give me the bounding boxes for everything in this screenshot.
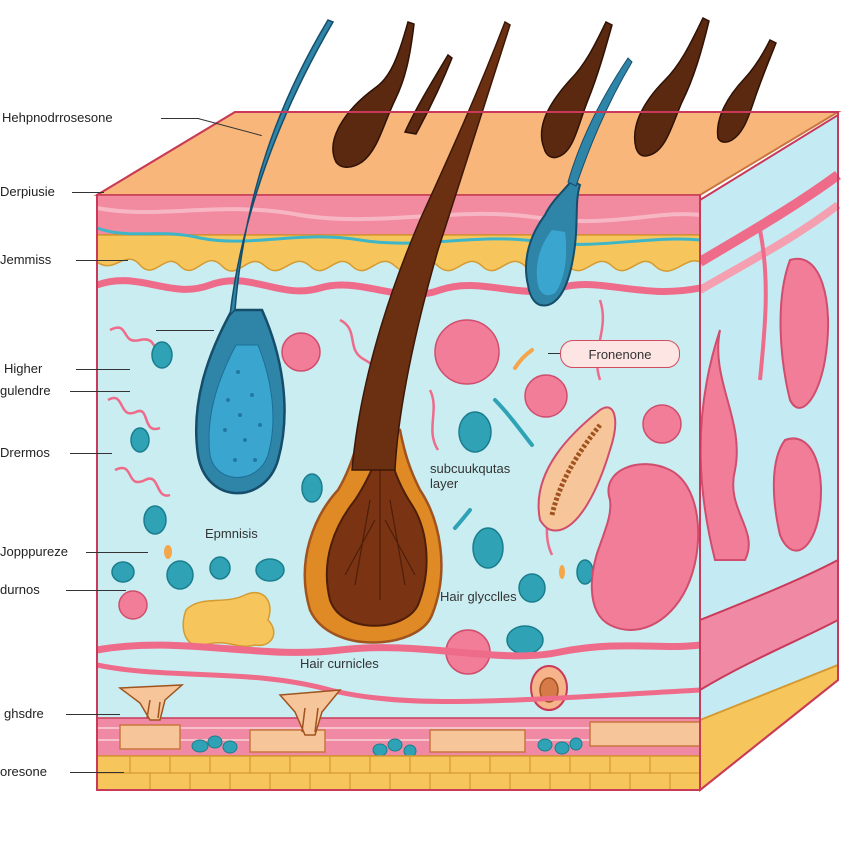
- callout-bubble: Fronenone: [560, 340, 680, 368]
- label-oresone: oresone: [0, 764, 47, 779]
- right-vessel: [697, 170, 841, 267]
- callout-label: Fronenone: [588, 346, 652, 362]
- lower-vessel: [96, 641, 701, 660]
- upper-vessel: [95, 277, 701, 298]
- label-derpiusie: Derpiusie: [0, 184, 55, 199]
- epidermis-band: [96, 194, 701, 236]
- label-jemmiss: Jemmiss: [0, 252, 52, 267]
- blue-hair: [229, 19, 335, 318]
- pink-blob: [590, 463, 700, 631]
- label-jopppureze: Jopppureze: [0, 544, 68, 559]
- pink-cells: [118, 319, 682, 675]
- hair-curnicles-label: Hair curnicles: [300, 656, 379, 671]
- label-ghsdre: ghsdre: [4, 706, 44, 721]
- surface-hairs: [332, 16, 777, 168]
- nerve-endings: [117, 684, 342, 736]
- hair-glycclles-label: Hair glycclles: [440, 589, 517, 604]
- label-hehpnodrrosesone: Hehpnodrrosesone: [2, 110, 113, 125]
- label-durnos: durnos: [0, 582, 40, 597]
- epm-label: Epmnisis: [205, 526, 258, 541]
- label-gulendre: gulendre: [0, 383, 51, 398]
- right-gland-2: [779, 257, 830, 409]
- label-higher: Higher: [4, 361, 43, 376]
- brown-hair: [351, 20, 511, 471]
- blue-cells: [111, 341, 594, 655]
- label-drermos: Drermos: [0, 445, 50, 460]
